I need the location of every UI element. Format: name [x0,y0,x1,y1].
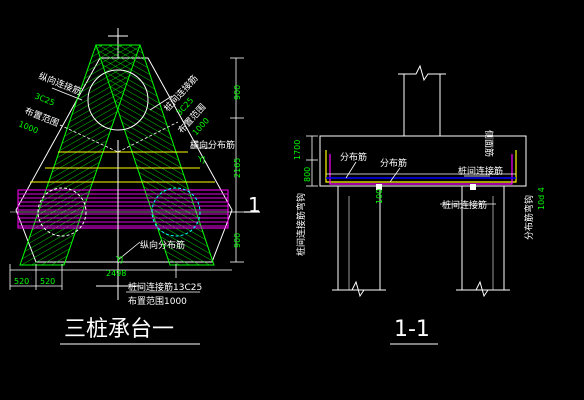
section-label-pile-tie-bottom: 桩间连接筋 [442,199,487,211]
guide-dashed-left [59,124,119,153]
plan-view [9,28,260,300]
label-bottom-tie: 桩间连接筋13C25 [128,281,202,293]
guide-dashed-right [117,121,179,153]
pile-top [87,69,149,131]
section-label-side-bar: 侧面筋 [483,130,495,157]
section-label-pile-tie-bend: 桩间连接筋弯钩 [295,193,307,256]
section-title: 1-1 [394,317,430,342]
section-label-pile-tie: 桩间连接筋 [458,165,503,177]
plan-title: 三桩承台一 [64,317,174,342]
dim-right-mid: 2165 [233,158,242,178]
section-dim-left-top: 1700 [293,140,302,160]
label-longitudinal-tie-spec: 3C25 [33,92,56,108]
dim-right-bot: 900 [233,233,242,248]
section-dim-left-mid: 800 [303,167,312,182]
label-layout-range-left-value: 1000 [17,120,39,136]
horizontal-tie-band [17,189,229,229]
pile-top-mark-left [376,184,382,190]
section-label-bend-spec: 10d 4 [537,187,546,210]
section-label-dist-2: 分布筋 [380,157,407,169]
cap-section [319,135,527,187]
label-yj-right: YJ [197,155,205,164]
section-label-dist-1: 分布筋 [340,151,367,163]
pile-section-right [461,185,505,291]
section-dim-inner: 100 [375,189,384,204]
section-view [306,64,527,298]
dim-bottom-left-a: 520 [14,277,29,286]
label-yj-bottom: YJ [115,255,123,264]
section-marker-label: 1 [248,193,261,217]
pile-section-left [337,185,381,291]
section-label-dist-bend: 分布筋弯钩 [523,195,535,240]
column-break [398,64,446,82]
label-vertical-dist: 纵向分布筋 [140,239,185,251]
label-transverse-dist: 横向分布筋 [190,139,235,151]
rebar-magenta [329,154,513,185]
pile-top-mark-right [470,184,476,190]
dim-bottom-left-b: 520 [40,277,55,286]
rebar-yellow [325,150,517,183]
label-bottom-range: 布置范围1000 [128,295,187,307]
dim-right-top: 900 [233,85,242,100]
dim-bottom-total: 2498 [106,269,126,278]
